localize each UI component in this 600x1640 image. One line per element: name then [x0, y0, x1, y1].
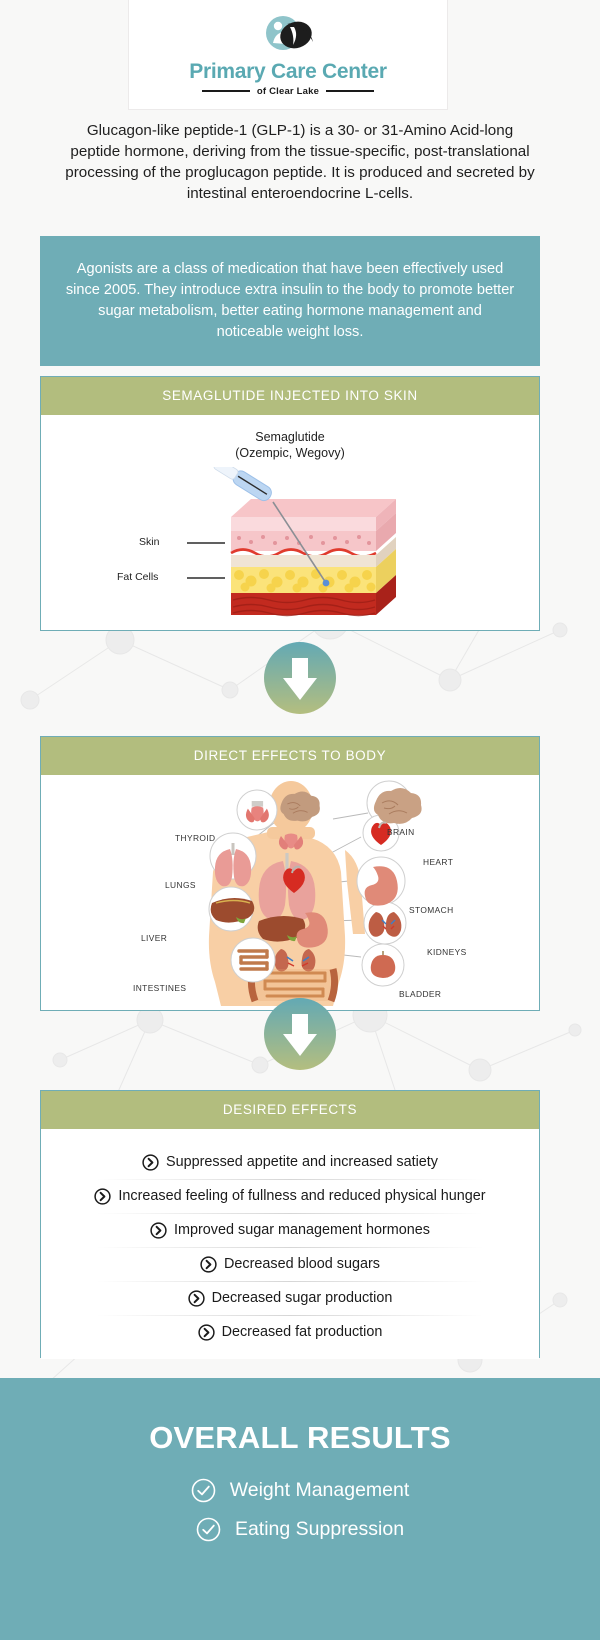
logo-subtitle: of Clear Lake: [256, 85, 320, 97]
down-arrow-icon-1: [264, 642, 336, 714]
chevron-right-circle-icon: [94, 1187, 112, 1205]
organ-label-bladder: BLADDER: [399, 989, 442, 999]
overall-results-title: OVERALL RESULTS: [149, 1420, 451, 1455]
list-item: Weight Management: [191, 1478, 410, 1503]
chevron-right-circle-icon: [197, 1323, 215, 1341]
primary-care-center-logo-mark: [266, 15, 313, 50]
section-card-semaglutide-skin: SEMAGLUTIDE INJECTED INTO SKIN Semagluti…: [40, 376, 540, 631]
list-item: Improved sugar management hormones: [41, 1213, 539, 1247]
logo-rule-left: [201, 90, 250, 92]
section-card-desired-effects: DESIRED EFFECTS Suppressed appetite and …: [40, 1090, 540, 1359]
agonists-callout-box: Agonists are a class of medication that …: [40, 236, 540, 366]
chevron-right-circle-icon: [187, 1289, 205, 1307]
logo-card: Primary Care Center of Clear Lake: [128, 0, 448, 110]
organ-label-thyroid: THYROID: [175, 833, 216, 843]
organ-label-heart: HEART: [423, 857, 454, 867]
list-item: Suppressed appetite and increased satiet…: [41, 1145, 539, 1179]
list-item: Eating Suppression: [196, 1517, 404, 1542]
desired-effect-text: Improved sugar management hormones: [174, 1222, 430, 1238]
drug-name-label: Semaglutide (Ozempic, Wegovy): [235, 430, 345, 460]
logo-title: Primary Care Center: [189, 59, 387, 83]
agonists-callout-text: Agonists are a class of medication that …: [65, 261, 515, 340]
section-card-direct-effects: DIRECT EFFECTS TO BODY: [40, 736, 540, 1011]
section-body-semaglutide-skin: Semaglutide (Ozempic, Wegovy): [41, 415, 539, 630]
desired-effect-text: Decreased blood sugars: [224, 1256, 380, 1272]
overall-result-text: Weight Management: [229, 1479, 410, 1501]
down-arrow-icon-2: [264, 998, 336, 1070]
human-body-organs-illustration: [208, 780, 422, 1006]
organ-label-lungs: LUNGS: [165, 880, 196, 890]
overall-result-text: Eating Suppression: [234, 1518, 405, 1540]
check-circle-icon: [196, 1517, 221, 1542]
organ-label-stomach: STOMACH: [409, 905, 454, 915]
section-header-direct-effects: DIRECT EFFECTS TO BODY: [41, 737, 539, 775]
skin-layer-label: Skin: [139, 536, 160, 548]
list-item: Decreased fat production: [41, 1315, 539, 1349]
list-item: Decreased blood sugars: [41, 1247, 539, 1281]
desired-effect-text: Increased feeling of fullness and reduce…: [118, 1188, 486, 1204]
skin-cross-section-illustration: [187, 467, 396, 617]
check-circle-icon: [191, 1478, 216, 1503]
logo-rule-right: [326, 90, 375, 92]
intro-paragraph: Glucagon-like peptide-1 (GLP-1) is a 30-…: [65, 122, 535, 202]
list-item: Decreased sugar production: [41, 1281, 539, 1315]
desired-effect-text: Suppressed appetite and increased satiet…: [165, 1154, 438, 1170]
overall-results-section: OVERALL RESULTS Weight Management Eating…: [0, 1378, 600, 1640]
desired-effect-text: Decreased sugar production: [211, 1290, 393, 1306]
organ-label-liver: LIVER: [141, 933, 168, 943]
section-header-desired-effects: DESIRED EFFECTS: [41, 1091, 539, 1129]
fat-cells-layer-label: Fat Cells: [117, 571, 159, 583]
list-item: Increased feeling of fullness and reduce…: [41, 1179, 539, 1213]
section-header-semaglutide-skin: SEMAGLUTIDE INJECTED INTO SKIN: [41, 377, 539, 415]
desired-effect-text: Decreased fat production: [221, 1324, 383, 1340]
organ-label-brain: BRAIN: [387, 827, 415, 837]
chevron-right-circle-icon: [142, 1153, 159, 1171]
chevron-right-circle-icon: [200, 1255, 217, 1273]
logo-subtitle-wrap: of Clear Lake: [201, 85, 375, 97]
section-body-desired-effects: Suppressed appetite and increased satiet…: [41, 1129, 539, 1359]
chevron-right-circle-icon: [150, 1221, 167, 1239]
section-body-direct-effects: THYROID LUNGS LIVER INTESTINES BRAIN HEA…: [41, 775, 539, 1010]
organ-label-intestines: INTESTINES: [133, 983, 187, 993]
organ-label-kidneys: KIDNEYS: [427, 947, 467, 957]
